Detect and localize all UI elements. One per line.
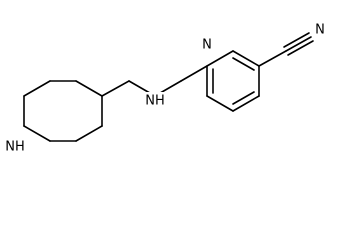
bond-c3-c4 (206, 95, 234, 112)
bond-pip-c5-c4 (75, 125, 103, 142)
nitrile-group (258, 32, 314, 67)
piperidine-nh-bg (2, 138, 30, 156)
bond-ring-nitrile-carbon (258, 50, 287, 67)
amine-linker (101, 65, 208, 97)
piperidine-nh-label: NH (5, 140, 25, 155)
pyridine-n-bg (199, 36, 215, 54)
bond-c4-c5 (232, 95, 260, 112)
bond-pip-c4-c3 (75, 80, 103, 97)
pyridine-n-label: N (202, 38, 212, 53)
piperidine-ring (23, 80, 103, 142)
amine-nh-bg (143, 92, 167, 110)
bond-pip-n-c6 (23, 125, 51, 142)
bond-nitrile-triple-b (283, 32, 310, 48)
amine-nh-label: NH (145, 94, 165, 109)
bond-ring-amine (180, 65, 208, 82)
nitrile-n-label: N (315, 23, 325, 38)
bond-c4-c5-inner (232, 91, 255, 105)
bond-pip-c2-c1 (23, 80, 51, 97)
bond-nitrile-triple-c (287, 40, 314, 56)
nitrile-n-bg (313, 22, 327, 38)
bond-c6-c1 (232, 50, 260, 67)
bond-nitrile-triple-a (285, 36, 312, 52)
pyridine-ring (206, 50, 260, 112)
bond-c1-n (206, 50, 234, 67)
bond-c6-c1-inner (232, 57, 255, 71)
chemical-structure-diagram: N N NH NH (2, 22, 327, 156)
bond-ch2-piperidine (101, 80, 130, 97)
